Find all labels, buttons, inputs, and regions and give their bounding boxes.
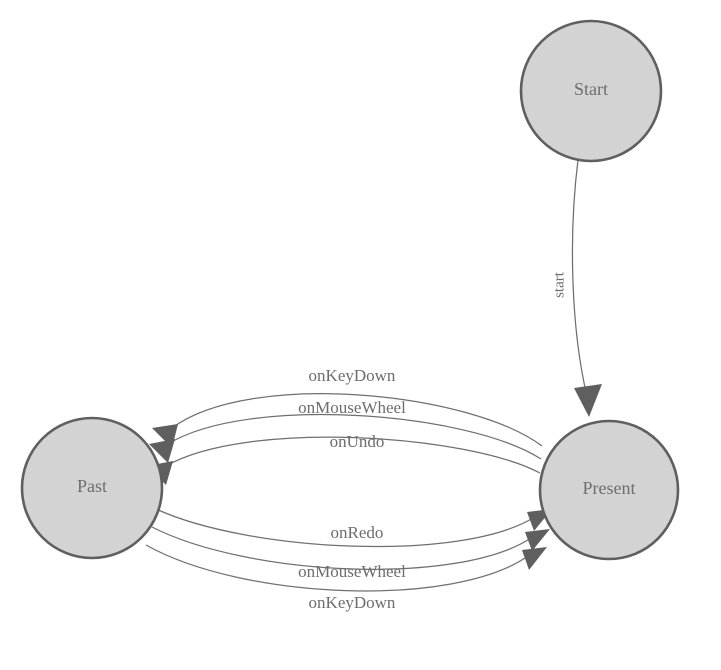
node-present[interactable]: Present	[538, 419, 680, 561]
node-label: Past	[77, 476, 107, 496]
node-label: Start	[574, 79, 608, 99]
edge-label-present-past-onkeydown: onKeyDown	[309, 366, 396, 385]
arrowhead-icon	[149, 439, 175, 463]
edge-label-present-past-onundo: onUndo	[330, 432, 385, 451]
node-circle	[519, 19, 663, 163]
edge-past-to-present-onmousewheel[interactable]	[151, 526, 550, 570]
edge-path	[171, 393, 543, 447]
node-circle	[538, 419, 680, 561]
edge-label-present-past-onmousewheel: onMouseWheel	[298, 398, 406, 417]
edge-start-to-present-start[interactable]	[571, 159, 602, 417]
edge-label-past-present-onredo: onRedo	[331, 523, 384, 542]
node-label: Present	[583, 478, 636, 498]
edge-label-past-present-onmousewheel: onMouseWheel	[298, 562, 406, 581]
edge-path	[145, 544, 529, 592]
edge-path	[151, 526, 532, 570]
edge-path	[571, 159, 587, 393]
edge-past-to-present-onkeydown[interactable]	[145, 544, 547, 592]
node-circle	[20, 416, 164, 560]
arrowhead-icon	[522, 547, 547, 570]
edge-present-to-past-onmousewheel[interactable]	[149, 413, 542, 463]
arrowhead-icon	[525, 529, 550, 551]
edge-path	[155, 508, 534, 548]
node-past[interactable]: Past	[20, 416, 164, 560]
edge-label-start: start	[551, 271, 567, 298]
edge-path	[167, 413, 542, 460]
edge-label-past-present-onkeydown: onKeyDown	[309, 593, 396, 612]
edge-path	[165, 436, 541, 474]
node-start[interactable]: Start	[519, 19, 663, 163]
arrowhead-icon	[574, 384, 602, 417]
